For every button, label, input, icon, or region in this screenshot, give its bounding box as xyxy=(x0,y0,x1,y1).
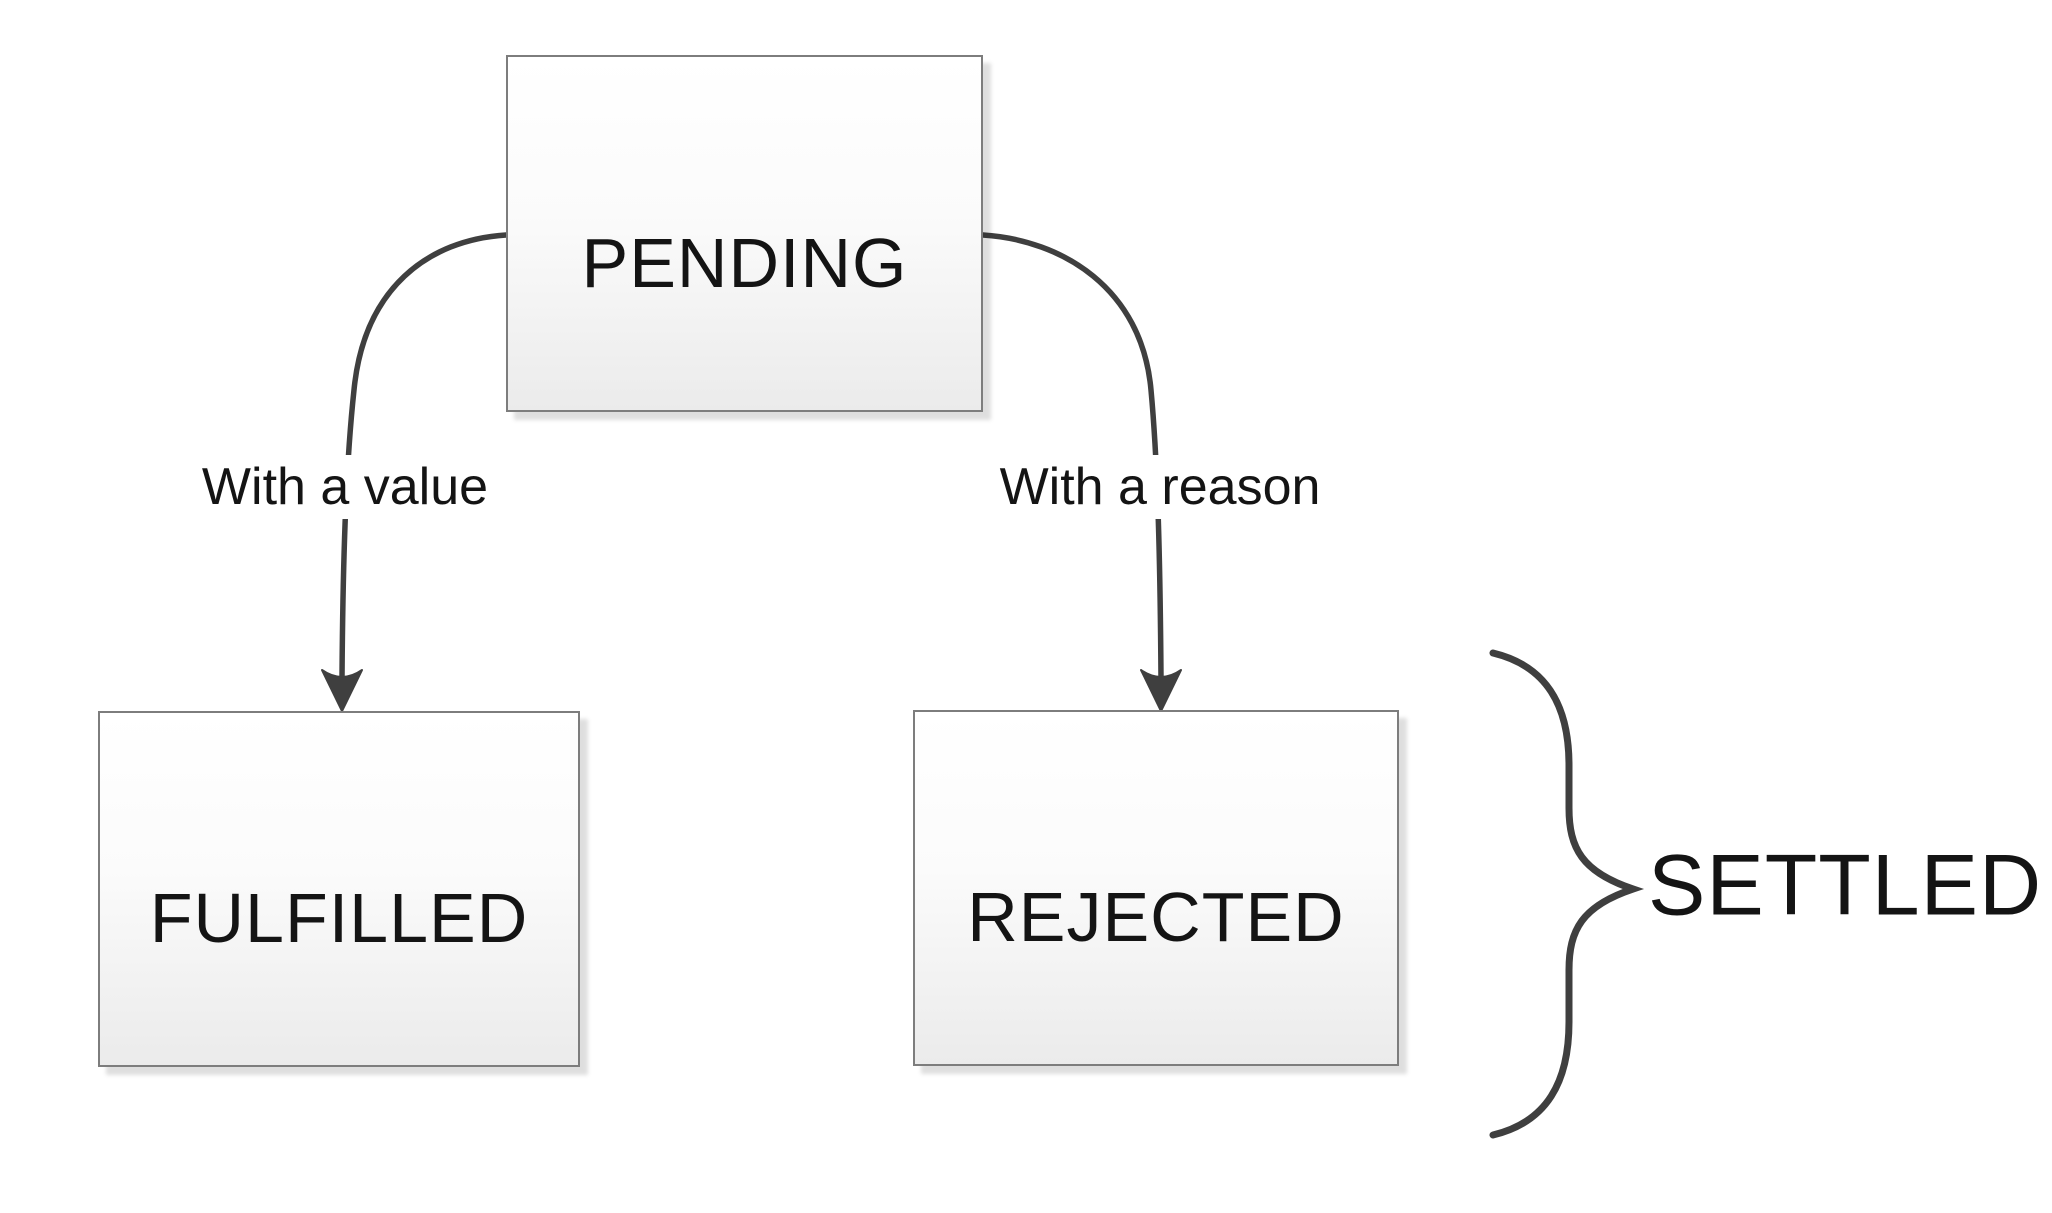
arrowhead-down-icon xyxy=(321,669,363,712)
state-label-fulfilled: FULFILLED xyxy=(149,879,529,957)
group-label-settled: SETTLED xyxy=(1648,837,2043,934)
state-label-rejected: REJECTED xyxy=(967,878,1345,956)
state-node-pending: PENDING xyxy=(506,55,983,412)
curly-brace-icon xyxy=(1489,649,1645,1139)
edge-pending-to-rejected xyxy=(980,232,1164,681)
state-node-rejected: REJECTED xyxy=(913,710,1399,1066)
edge-pending-to-fulfilled xyxy=(339,232,509,681)
arrowhead-down-icon xyxy=(1140,669,1182,712)
state-label-pending: PENDING xyxy=(581,223,908,302)
edge-label-with-a-value: With a value xyxy=(195,455,495,519)
edge-label-with-a-reason: With a reason xyxy=(993,455,1327,519)
state-node-fulfilled: FULFILLED xyxy=(98,711,580,1067)
